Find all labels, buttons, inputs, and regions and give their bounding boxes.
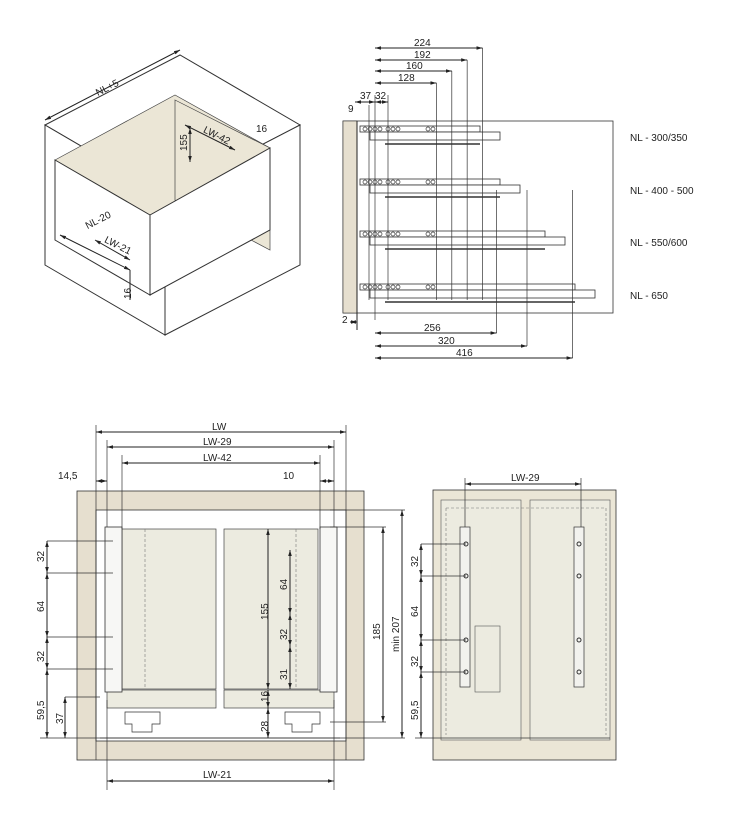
- mounting-hole: [367, 284, 373, 290]
- mounting-hole: [362, 284, 368, 290]
- side-dim-416: 416: [456, 348, 473, 359]
- front-left-59-5: 59,5: [36, 700, 47, 720]
- mounting-hole: [463, 669, 469, 675]
- mounting-hole: [425, 179, 431, 185]
- front-mid-28: 28: [260, 720, 271, 732]
- side-dim-9: 9: [348, 104, 354, 115]
- rear-59-5: 59,5: [410, 700, 421, 720]
- mounting-hole: [377, 284, 383, 290]
- front-mid-155: 155: [260, 603, 271, 620]
- mounting-hole: [362, 231, 368, 237]
- front-dimensions: [40, 425, 405, 790]
- mounting-hole: [390, 284, 396, 290]
- rear-lw29: LW-29: [511, 473, 540, 484]
- mounting-hole: [425, 126, 431, 132]
- mounting-hole: [390, 126, 396, 132]
- front-10: 10: [283, 471, 295, 482]
- front-mid-32: 32: [279, 628, 290, 640]
- iso-16: 16: [256, 124, 268, 135]
- front-lw: LW: [212, 422, 227, 433]
- front-left-64: 64: [36, 600, 47, 612]
- mounting-hole: [430, 231, 436, 237]
- front-mid-16: 16: [260, 690, 271, 702]
- side-dim-2: 2: [342, 315, 348, 326]
- isometric-cabinet: [43, 49, 302, 336]
- rear-view: [432, 489, 617, 761]
- front-mid-64: 64: [279, 578, 290, 590]
- mounting-hole: [463, 573, 469, 579]
- side-dim-128: 128: [398, 73, 415, 84]
- mounting-hole: [395, 284, 401, 290]
- mounting-hole: [430, 284, 436, 290]
- mounting-hole: [576, 669, 582, 675]
- side-dim-160: 160: [406, 61, 423, 72]
- mounting-hole: [425, 231, 431, 237]
- side-dim-32: 32: [375, 91, 387, 102]
- front-mid-31: 31: [279, 668, 290, 680]
- mounting-hole: [362, 179, 368, 185]
- front-left-32a: 32: [36, 550, 47, 562]
- side-dim-37: 37: [360, 91, 372, 102]
- mounting-hole: [576, 541, 582, 547]
- mounting-hole: [395, 231, 401, 237]
- mounting-hole: [367, 126, 373, 132]
- front-185: 185: [372, 623, 383, 640]
- mounting-hole: [390, 231, 396, 237]
- nl-label-400-500: NL - 400 - 500: [630, 186, 694, 197]
- side-dim-256: 256: [424, 323, 441, 334]
- mounting-hole: [390, 179, 396, 185]
- front-lw29: LW-29: [203, 437, 232, 448]
- rear-dimensions: [415, 478, 610, 739]
- mounting-hole: [367, 231, 373, 237]
- front-min207: min 207: [391, 616, 402, 652]
- runner-slide: [369, 184, 521, 194]
- front-lw42: LW-42: [203, 453, 232, 464]
- mounting-hole: [367, 179, 373, 185]
- side-dim-320: 320: [438, 336, 455, 347]
- side-dim-224: 224: [414, 38, 431, 49]
- front-view: [76, 490, 365, 761]
- side-dimensions: [350, 46, 573, 360]
- mounting-hole: [395, 126, 401, 132]
- nl-label-650: NL - 650: [630, 291, 668, 302]
- mounting-hole: [362, 126, 368, 132]
- mounting-hole: [463, 637, 469, 643]
- front-lw21: LW-21: [203, 770, 232, 781]
- front-left-32b: 32: [36, 650, 47, 662]
- rear-64: 64: [410, 605, 421, 617]
- mounting-hole: [430, 179, 436, 185]
- rear-32b: 32: [410, 655, 421, 667]
- mounting-hole: [430, 126, 436, 132]
- runner-slide: [369, 131, 501, 141]
- mounting-hole: [377, 231, 383, 237]
- mounting-hole: [463, 541, 469, 547]
- mounting-hole: [377, 179, 383, 185]
- side-dim-192: 192: [414, 50, 431, 61]
- mounting-hole: [395, 179, 401, 185]
- rear-32a: 32: [410, 555, 421, 567]
- mounting-hole: [576, 637, 582, 643]
- nl-label-550-600: NL - 550/600: [630, 238, 688, 249]
- front-14-5: 14,5: [58, 471, 78, 482]
- mounting-hole: [377, 126, 383, 132]
- iso-155: 155: [179, 134, 190, 151]
- nl-label-300-350: NL - 300/350: [630, 133, 688, 144]
- front-left-37: 37: [55, 712, 66, 724]
- iso-16b: 16: [123, 287, 134, 299]
- mounting-hole: [425, 284, 431, 290]
- mounting-hole: [576, 573, 582, 579]
